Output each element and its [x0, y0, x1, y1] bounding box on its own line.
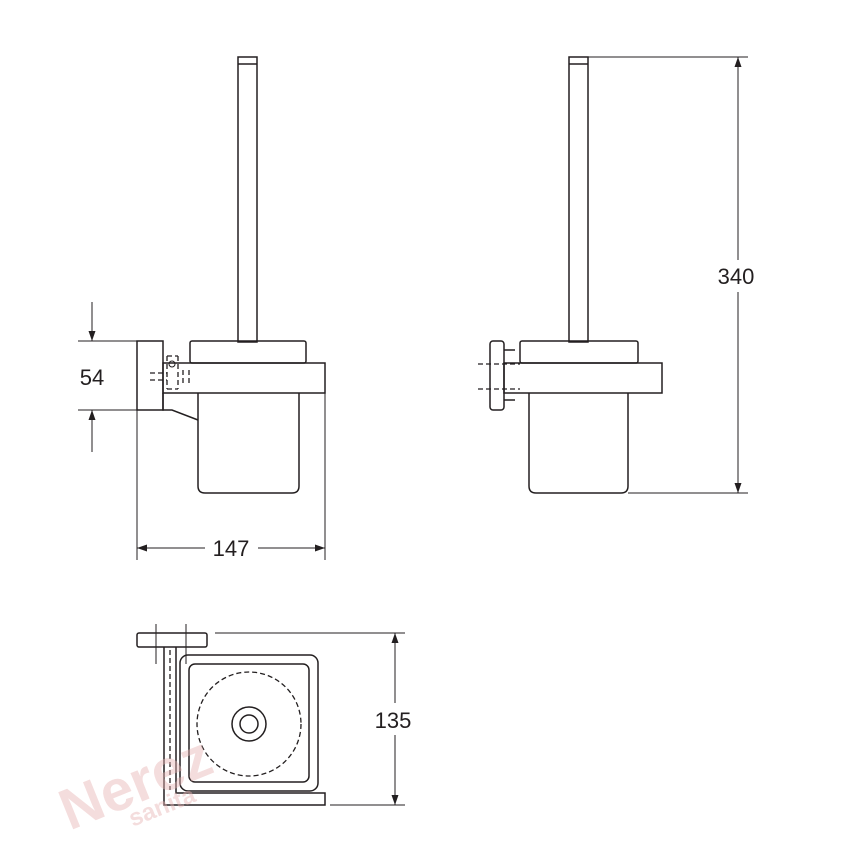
- holder-ring: [162, 362, 326, 394]
- dimension-340-label: 340: [718, 264, 755, 289]
- dimension-54: 54: [78, 302, 137, 452]
- watermark-logo: Nerez sanita: [50, 723, 221, 842]
- brush-handle-side: [568, 56, 589, 343]
- brush-head: [189, 340, 307, 364]
- holder-frame-top: [163, 647, 326, 806]
- holder-ring-side: [503, 362, 663, 394]
- brush-head-circle: [196, 671, 302, 777]
- handle-inner: [239, 714, 259, 734]
- dimension-135-label: 135: [375, 708, 412, 733]
- handle-outer: [231, 706, 267, 742]
- wall-plate: [136, 340, 164, 411]
- dimension-135: 135: [215, 632, 412, 806]
- top-view: [136, 624, 326, 806]
- brush-cup-side: [528, 393, 629, 494]
- dimension-147: 147: [136, 393, 326, 561]
- dimension-147-label: 147: [213, 536, 250, 561]
- wall-plate-top: [136, 632, 208, 648]
- cup-outer: [179, 654, 319, 792]
- dimension-54-label: 54: [80, 365, 104, 390]
- front-view: [136, 56, 326, 494]
- side-view: [478, 56, 663, 494]
- brush-head-side: [519, 340, 639, 364]
- wall-plate-side: [489, 340, 505, 411]
- brush-handle: [237, 56, 258, 343]
- cup-inner: [188, 663, 310, 783]
- brush-cup: [197, 393, 300, 494]
- dimension-340: 340: [588, 56, 755, 494]
